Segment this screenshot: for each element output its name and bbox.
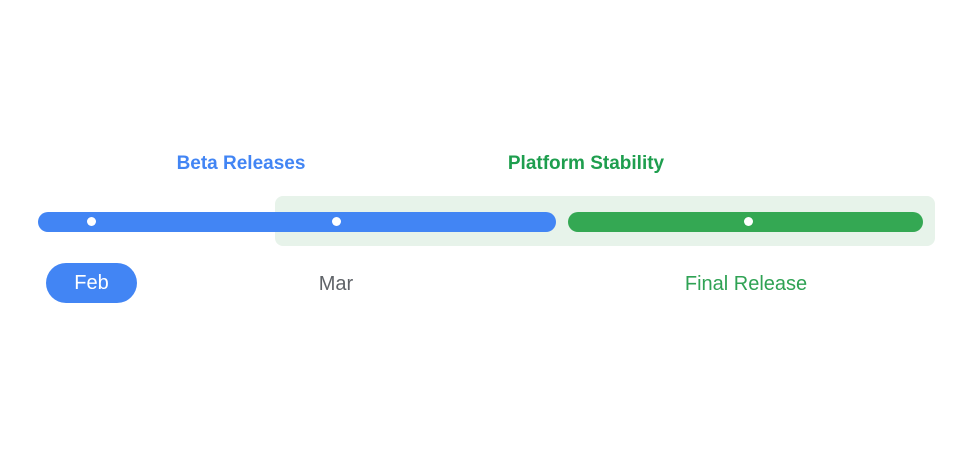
platform-stability-header: Platform Stability — [507, 153, 665, 174]
final-release-milestone-label: Final Release — [684, 273, 808, 295]
feb-milestone-dot — [87, 217, 96, 226]
feb-milestone-pill: Feb — [46, 263, 137, 303]
beta-releases-header: Beta Releases — [176, 153, 306, 174]
mar-milestone-label: Mar — [318, 273, 354, 295]
feb-milestone-label: Feb — [74, 271, 109, 294]
final-release-milestone-dot — [744, 217, 753, 226]
beta-releases-bar — [38, 212, 556, 232]
platform-stability-bar — [568, 212, 923, 232]
mar-milestone-dot — [332, 217, 341, 226]
